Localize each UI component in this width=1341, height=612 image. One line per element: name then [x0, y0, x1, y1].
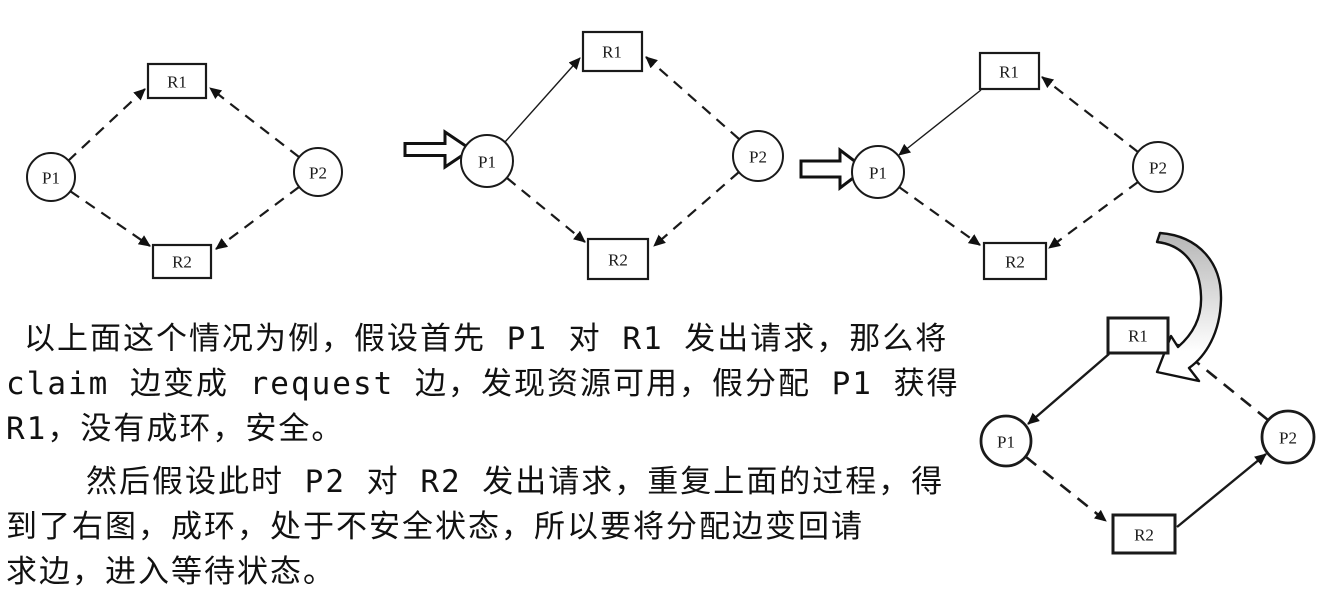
d3-edge-p2-r2 — [1048, 181, 1139, 249]
d4-edge-r1-p1-allocation — [1027, 353, 1110, 425]
d2-r2-box — [586, 237, 650, 281]
d1-edge-p2-r1 — [209, 87, 300, 158]
d2-p2-circle — [732, 130, 784, 182]
d4-p2-label: P2 — [1279, 429, 1297, 448]
d2-p1-label: P1 — [478, 153, 496, 172]
explanation-text: 以上面这个情况为例，假设首先 P1 对 R1 发出请求，那么将 claim 边变… — [6, 317, 960, 595]
d3-r2-label: R2 — [1005, 253, 1025, 272]
d1-r2-box — [151, 243, 213, 280]
d1-r1-label: R1 — [167, 73, 187, 92]
d2-edge-p1-r1-request — [504, 57, 581, 143]
text-line-3: R1，没有成环，安全。 — [6, 411, 345, 447]
d3-r2-box — [982, 241, 1048, 281]
d2-edge-p1-r2 — [506, 177, 586, 243]
text-line-5: 到了右图，成环，处于不安全状态，所以要将分配边变回请 — [6, 509, 864, 545]
d1-edge-p1-r1 — [67, 88, 146, 162]
d2-r1-box — [581, 30, 644, 73]
d4-edge-p1-r2 — [1025, 455, 1107, 523]
d1-r2-label: R2 — [172, 253, 192, 272]
d4-p1-label: P1 — [997, 433, 1015, 452]
d3-r1-label: R1 — [999, 63, 1019, 82]
d3-edge-p1-r2 — [898, 186, 981, 246]
d2-pointer-block-arrow-icon — [403, 129, 474, 170]
d3-edge-p2-r1 — [1041, 76, 1139, 153]
d2-p1-circle — [460, 134, 514, 188]
text-line-4: 然后假设此时 P2 对 R2 发出请求，重复上面的过程，得 — [86, 464, 945, 500]
d2-p2-label: P2 — [749, 148, 767, 167]
d3-p1-circle — [851, 145, 905, 199]
d4-curved-arrow-icon — [1155, 231, 1223, 383]
d1-p1-circle — [26, 152, 76, 202]
d4-r1-label: R1 — [1128, 327, 1148, 346]
d4-r2-label: R2 — [1134, 526, 1154, 545]
d4-r2-box — [1111, 513, 1177, 555]
d2-edge-p2-r1 — [645, 56, 740, 140]
d2-edge-p2-r2 — [653, 171, 740, 247]
d3-r1-box — [978, 51, 1041, 91]
d4-edge-r2-p2-allocation — [1176, 453, 1267, 528]
d4-p2-circle — [1260, 409, 1316, 465]
d2-r2-label: R2 — [608, 251, 628, 270]
d1-edge-p2-r2 — [215, 186, 300, 250]
d4-r1-box — [1106, 316, 1170, 355]
diagram-unsafe-cycle: R1 R2 P1 P2 — [979, 231, 1316, 555]
text-line-1: 以上面这个情况为例，假设首先 P1 对 R1 发出请求，那么将 — [24, 321, 949, 357]
text-line-2: claim 边变成 request 边，发现资源可用，假分配 P1 获得 — [6, 366, 960, 402]
d3-p2-circle — [1132, 141, 1184, 193]
d3-edge-r1-p1-allocation — [898, 89, 982, 156]
d3-p1-label: P1 — [869, 164, 887, 183]
diagram-initial-claims: R1 R2 P1 P2 — [26, 62, 343, 280]
d1-p2-circle — [293, 147, 343, 197]
d1-p2-label: P2 — [309, 164, 327, 183]
text-line-6: 求边，进入等待状态。 — [6, 554, 336, 590]
d1-r1-box — [146, 62, 208, 100]
diagram-p1-requests-r1: R1 R2 P1 P2 — [403, 30, 784, 281]
d2-r1-label: R1 — [602, 43, 622, 62]
d4-p1-circle — [979, 414, 1033, 468]
d3-p2-label: P2 — [1149, 159, 1167, 178]
d1-p1-label: P1 — [42, 169, 60, 188]
d1-edge-p1-r2 — [69, 190, 151, 247]
diagram-r1-allocated-p1: R1 R2 P1 P2 — [799, 51, 1184, 281]
